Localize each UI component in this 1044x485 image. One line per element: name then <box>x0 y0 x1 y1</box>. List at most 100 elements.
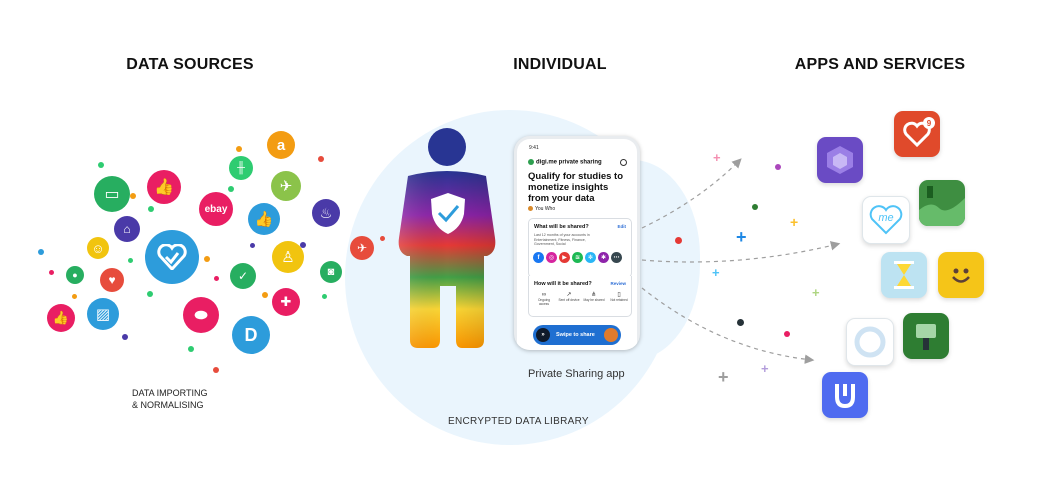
photo-icon: ▨ <box>87 298 119 330</box>
data-importing-caption: DATA IMPORTING & NORMALISING <box>132 387 252 411</box>
how-item-shared: ⋔May be shared <box>583 292 605 306</box>
how-item-sent: ↗Sent off device <box>558 292 580 306</box>
phone-screen: 9:41 digi.me private sharing Qualify for… <box>517 139 637 350</box>
phone-brand-label: digi.me private sharing <box>536 159 602 166</box>
decor-dot <box>262 292 268 298</box>
share-icon: ⋔ <box>591 292 597 298</box>
decor-dot <box>380 236 385 241</box>
decor-dot <box>752 204 758 210</box>
apps-and-services-title: APPS AND SERVICES <box>794 56 966 73</box>
flight-red-icon: ✈ <box>350 236 374 260</box>
how-item-label: Not retained <box>610 298 628 302</box>
amazon-icon: a <box>267 131 295 159</box>
thumbs-up-small-icon: 👍 <box>47 304 75 332</box>
swipe-to-share-button[interactable]: » Swipe to share <box>533 325 621 345</box>
edit-link[interactable]: Edit <box>617 224 627 229</box>
swipe-label: Swipe to share <box>556 332 595 338</box>
phone-user: You Who <box>528 206 555 212</box>
data-sources-title: DATA SOURCES <box>126 56 254 73</box>
hexagon-app-icon <box>817 137 863 183</box>
decor-dot <box>72 294 77 299</box>
decor-dot <box>49 270 54 275</box>
health-9-app-icon: 9 <box>894 111 940 157</box>
encrypted-data-library-caption: ENCRYPTED DATA LIBRARY <box>448 416 589 427</box>
youtube-icon: ▶ <box>559 252 570 263</box>
link-icon: ∞ <box>541 292 547 298</box>
what-shared-title: What will be shared? <box>534 224 589 230</box>
digime-logo-icon <box>528 159 534 165</box>
decor-dot <box>38 249 44 255</box>
how-item-retained: ▯Not retained <box>608 292 630 306</box>
pill-icon: ⬬ <box>183 297 219 333</box>
info-icon[interactable] <box>620 159 627 166</box>
how-shared-row: ∞Ongoing access ↗Sent off device ⋔May be… <box>533 292 630 306</box>
decor-dot <box>300 242 306 248</box>
paint-app-icon <box>903 313 949 359</box>
caption-line-1: DATA IMPORTING <box>132 388 208 398</box>
snowflake-icon: ✻ <box>585 252 596 263</box>
user-avatar <box>528 206 533 212</box>
thumbs-up-blue-icon: 👍 <box>248 203 280 235</box>
decor-plus: + <box>713 150 721 165</box>
decor-dot <box>148 206 154 212</box>
me-app-icon: me <box>862 196 910 244</box>
private-sharing-phone: 9:41 digi.me private sharing Qualify for… <box>514 136 640 350</box>
decor-dot <box>784 331 790 337</box>
decor-plus: + <box>812 285 820 300</box>
decor-dot <box>236 146 242 152</box>
decor-dot <box>147 291 153 297</box>
decor-dot <box>204 256 210 262</box>
decor-dot <box>128 258 133 263</box>
decor-dot <box>318 156 324 162</box>
location-icon: ● <box>66 266 84 284</box>
hourglass-app-icon <box>881 252 927 298</box>
asterisk-icon: ✱ <box>598 252 609 263</box>
check-heart-icon: ✓ <box>230 263 256 289</box>
caption-line-2: & NORMALISING <box>132 400 204 410</box>
food-icon: ╫ <box>229 156 253 180</box>
decor-dot <box>130 193 136 199</box>
private-sharing-app-caption: Private Sharing app <box>528 368 625 380</box>
review-link[interactable]: Review <box>610 281 626 286</box>
smiley-app-icon <box>938 252 984 298</box>
instagram-icon: ◎ <box>546 252 557 263</box>
phone-brand: digi.me private sharing <box>528 159 602 166</box>
phone-user-name: You Who <box>535 206 556 212</box>
watch-icon: ◙ <box>320 261 342 283</box>
what-shared-description: Last 12 months of your accounts in Enter… <box>534 233 590 246</box>
individual-title: INDIVIDUAL <box>513 56 607 73</box>
heart-icon: ♥ <box>100 268 124 292</box>
decor-dot <box>98 162 104 168</box>
decor-dot <box>122 334 128 340</box>
flight-icon: ✈ <box>271 171 301 201</box>
green-app-icon <box>919 180 965 226</box>
person-icon: ♙ <box>272 241 304 273</box>
decor-plus: + <box>712 265 720 280</box>
decor-dot <box>737 319 744 326</box>
decor-dot <box>775 164 781 170</box>
me-app-label: me <box>878 212 894 224</box>
phone-status-time: 9:41 <box>529 145 539 151</box>
credit-card-icon: ▭ <box>94 176 130 212</box>
decor-dot <box>188 346 194 352</box>
swipe-arrow-icon: » <box>536 328 550 342</box>
phone-headline: Qualify for studies to monetize insights… <box>528 171 624 204</box>
how-item-label: May be shared <box>583 298 605 302</box>
heart-shield-icon <box>145 230 199 284</box>
basket-icon: ⌂ <box>114 216 140 242</box>
smile-icon: ☺ <box>87 237 109 259</box>
trash-icon: ▯ <box>617 292 621 298</box>
spotify-icon: ≋ <box>572 252 583 263</box>
decor-plus: + <box>718 367 729 387</box>
how-item-ongoing: ∞Ongoing access <box>533 292 555 306</box>
decor-dot <box>675 237 682 244</box>
what-shared-card: What will be shared? Edit Last 12 months… <box>528 218 632 278</box>
ebay-icon: ebay <box>199 192 233 226</box>
decor-plus: + <box>761 361 769 376</box>
u-app-icon <box>822 372 868 418</box>
dots-icon: ⋯ <box>611 252 622 263</box>
how-item-label: Ongoing access <box>537 298 551 306</box>
decor-dot <box>214 276 219 281</box>
how-shared-title: How will it be shared? <box>534 281 592 287</box>
facebook-icon: f <box>533 252 544 263</box>
